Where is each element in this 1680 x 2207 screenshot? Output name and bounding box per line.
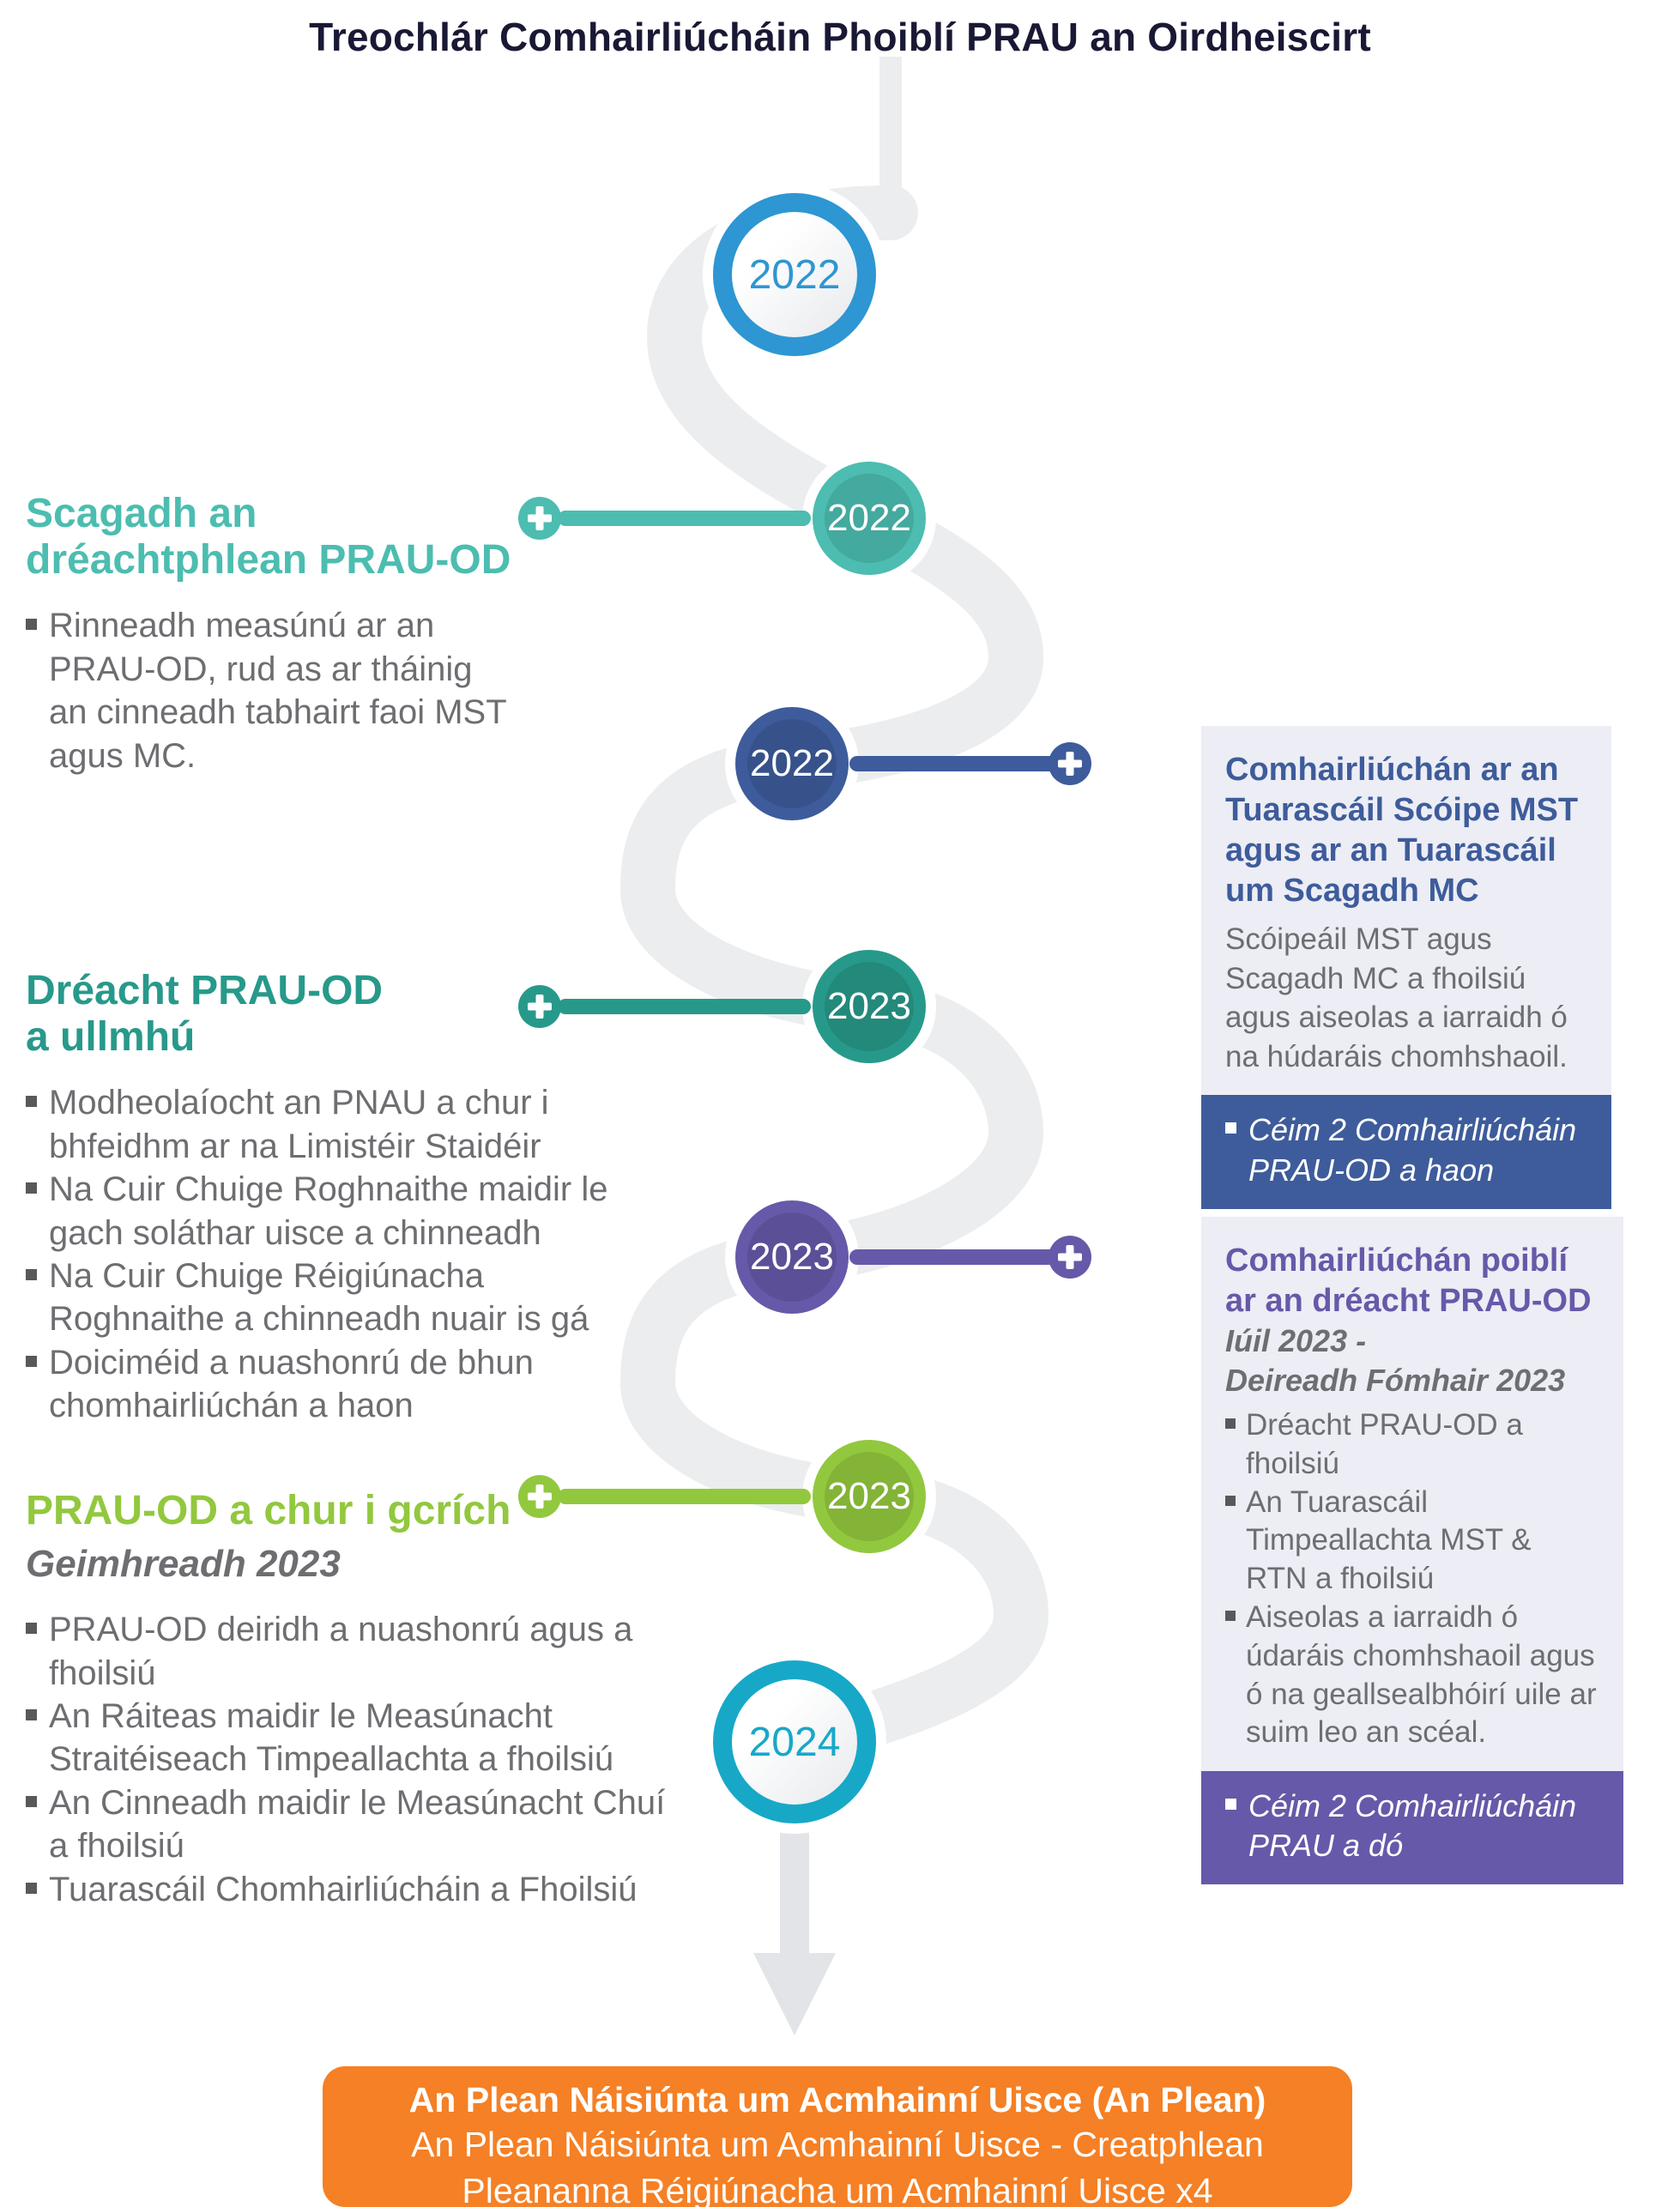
year-label: 2024 xyxy=(748,1719,841,1765)
node-inner-shade xyxy=(747,1212,837,1302)
bullet-text: PRAU-OD deiridh a nuashonrú agus a fhoil… xyxy=(49,1611,633,1692)
list-item: Dréacht PRAU-OD a fhoilsiú xyxy=(1225,1406,1599,1484)
stage-heading: PRAU-OD a chur i gcrích xyxy=(26,1488,511,1533)
plus-icon xyxy=(518,985,561,1028)
consultation-panel-scoping: Comhairliúchán ar an Tuarascáil Scóipe M… xyxy=(1201,726,1611,1209)
node-inner-shade xyxy=(747,719,837,808)
panel-body: Comhairliúchán poiblí ar an dréacht PRAU… xyxy=(1201,1217,1623,1772)
stage-block-screening: Scagadh an dréachtphlean PRAU-OD Rinnead… xyxy=(26,491,511,777)
timeline-node-2023-purple: 2023 xyxy=(725,1190,859,1324)
year-label: 2023 xyxy=(827,1475,911,1517)
bullet-text: An Cinneadh maidir le Measúnacht Chuí a … xyxy=(49,1783,666,1865)
bullet-marker xyxy=(26,1623,37,1635)
plus-icon xyxy=(1048,742,1091,785)
timeline-node-2024: 2024 xyxy=(713,1660,876,1823)
list-item: Aiseolas a iarraidh ó údaráis chomhshaoi… xyxy=(1225,1599,1599,1752)
connector-left-teal xyxy=(558,511,811,526)
list-item: Modheolaíocht an PNAU a chur i bhfeidhm … xyxy=(26,1081,661,1168)
list-item: Tuarascáil Chomhairliúcháin a Fhoilsiú xyxy=(26,1868,674,1911)
footer-banner: An Plean Náisiúnta um Acmhainní Uisce (A… xyxy=(323,2066,1352,2207)
stage-block-completion: PRAU-OD a chur i gcrích Geimhreadh 2023 … xyxy=(26,1488,674,1911)
panel-subtitle-line: Iúil 2023 - xyxy=(1225,1323,1367,1359)
bullet-marker xyxy=(26,1269,37,1281)
bullet-text: Modheolaíocht an PNAU a chur i bhfeidhm … xyxy=(49,1084,549,1165)
phase-banner: Céim 2 Comhairliúcháin PRAU-OD a haon xyxy=(1201,1095,1611,1209)
list-item: Na Cuir Chuige Réigiúnacha Roghnaithe a … xyxy=(26,1255,661,1341)
bullet-text: An Ráiteas maidir le Measúnacht Straitéi… xyxy=(49,1697,614,1779)
bullet-text: An Tuarascáil Timpeallachta MST & RTN a … xyxy=(1246,1484,1532,1596)
plus-icon xyxy=(518,1475,561,1518)
plus-icon xyxy=(1048,1236,1091,1279)
connector-right-purple xyxy=(849,1249,1057,1265)
year-label: 2023 xyxy=(750,1236,834,1278)
bullet-marker xyxy=(1225,1799,1236,1811)
node-inner-shade xyxy=(825,474,914,563)
list-item: An Ráiteas maidir le Measúnacht Straitéi… xyxy=(26,1695,674,1781)
node-inner-shade xyxy=(825,1452,914,1541)
bullet-marker xyxy=(26,619,37,631)
bullet-marker xyxy=(26,1709,37,1721)
plus-icon xyxy=(518,497,561,540)
bullet-marker xyxy=(1225,1610,1236,1621)
panel-body: Comhairliúchán ar an Tuarascáil Scóipe M… xyxy=(1201,726,1611,1096)
bullet-text: Aiseolas a iarraidh ó údaráis chomhshaoi… xyxy=(1246,1599,1597,1750)
footer-line: An Plean Náisiúnta um Acmhainní Uisce - … xyxy=(411,2125,1264,2165)
timeline-node-2022-teal: 2022 xyxy=(802,451,936,585)
stage-heading: Scagadh an dréachtphlean PRAU-OD xyxy=(26,491,511,583)
timeline-node-2023-lime: 2023 xyxy=(802,1430,936,1563)
stage-heading: Dréacht PRAU-OD a ullmhú xyxy=(26,968,384,1061)
page-title: Treochlár Comhairliúcháin Phoiblí PRAU a… xyxy=(309,15,1371,59)
connector-right-darkblue xyxy=(849,756,1057,771)
timeline-node-2023-green: 2023 xyxy=(802,940,936,1073)
panel-text: Scóipeáil MST agus Scagadh MC a fhoilsiú… xyxy=(1225,922,1568,1073)
list-item: Doiciméid a nuashonrú de bhun chomhairli… xyxy=(26,1341,661,1428)
stage-subtitle: Geimhreadh 2023 xyxy=(26,1543,341,1586)
phase-banner: Céim 2 Comhairliúcháin PRAU a dó xyxy=(1201,1771,1623,1885)
bullet-text: Na Cuir Chuige Roghnaithe maidir le gach… xyxy=(49,1170,608,1252)
timeline-node-2022-darkblue: 2022 xyxy=(725,697,859,831)
node-inner-shade xyxy=(825,962,914,1051)
bullet-marker xyxy=(26,1355,37,1367)
list-item: Na Cuir Chuige Roghnaithe maidir le gach… xyxy=(26,1168,661,1255)
list-item: An Cinneadh maidir le Measúnacht Chuí a … xyxy=(26,1781,674,1868)
bullet-marker xyxy=(26,1182,37,1194)
bullet-text: Na Cuir Chuige Réigiúnacha Roghnaithe a … xyxy=(49,1257,589,1339)
list-item: PRAU-OD deiridh a nuashonrú agus a fhoil… xyxy=(26,1608,674,1695)
panel-title: Comhairliúchán ar an Tuarascáil Scóipe M… xyxy=(1225,752,1579,910)
year-label: 2022 xyxy=(827,497,911,539)
banner-text: Céim 2 Comhairliúcháin PRAU a dó xyxy=(1248,1788,1577,1864)
list-item: An Tuarascáil Timpeallachta MST & RTN a … xyxy=(1225,1484,1599,1599)
stage-block-draft-preparation: Dréacht PRAU-OD a ullmhú Modheolaíocht a… xyxy=(26,968,661,1428)
bullet-marker xyxy=(1225,1122,1236,1134)
timeline-node-2022-screening: 2022 xyxy=(713,193,876,356)
bullet-marker xyxy=(1225,1495,1236,1506)
panel-title: Comhairliúchán poiblí ar an dréacht PRAU… xyxy=(1225,1243,1592,1320)
bullet-marker xyxy=(26,1096,37,1108)
banner-text: Céim 2 Comhairliúcháin PRAU-OD a haon xyxy=(1248,1112,1577,1188)
list-item: Rinneadh measúnú ar an PRAU-OD, rud as a… xyxy=(26,604,511,777)
bullet-marker xyxy=(26,1795,37,1807)
connector-left-lime xyxy=(558,1489,811,1504)
year-label: 2023 xyxy=(827,985,911,1027)
bullet-marker xyxy=(26,1882,37,1894)
bullet-text: Doiciméid a nuashonrú de bhun chomhairli… xyxy=(49,1343,534,1425)
consultation-panel-public: Comhairliúchán poiblí ar an dréacht PRAU… xyxy=(1201,1217,1623,1885)
panel-subtitle-line: Deireadh Fómhair 2023 xyxy=(1225,1362,1566,1398)
bullet-text: Dréacht PRAU-OD a fhoilsiú xyxy=(1246,1407,1523,1480)
year-label: 2022 xyxy=(750,742,834,784)
footer-line: Pleananna Réigiúnacha um Acmhainní Uisce… xyxy=(462,2170,1213,2207)
arrow-head-icon xyxy=(753,1953,836,2035)
connector-left-green xyxy=(558,999,811,1014)
bullet-text: Rinneadh measúnú ar an PRAU-OD, rud as a… xyxy=(49,607,506,775)
year-label: 2022 xyxy=(748,251,841,298)
bullet-marker xyxy=(1225,1418,1236,1429)
bullet-text: Tuarascáil Chomhairliúcháin a Fhoilsiú xyxy=(49,1870,638,1908)
footer-title: An Plean Náisiúnta um Acmhainní Uisce (A… xyxy=(408,2080,1266,2119)
